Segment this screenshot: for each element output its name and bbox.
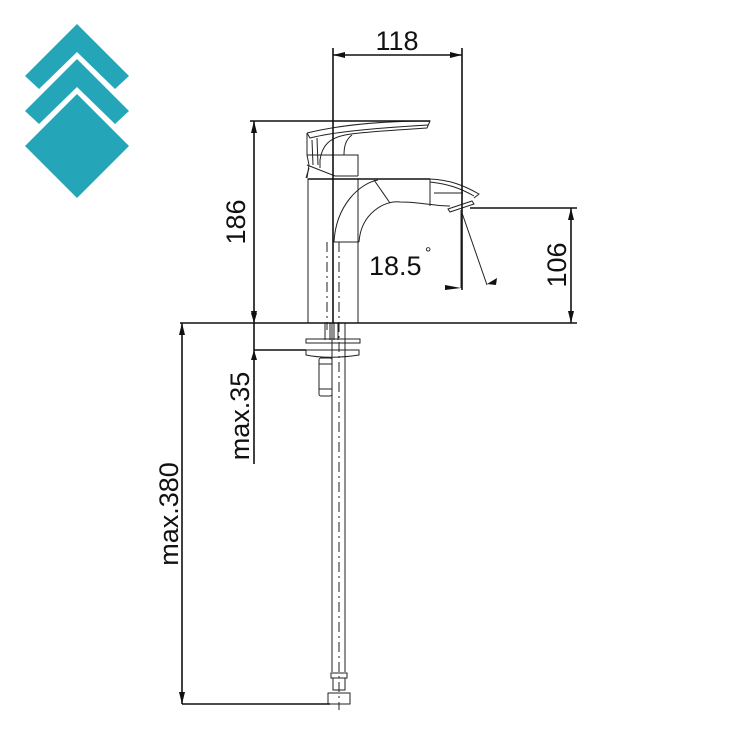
chevron-diamond-logo-icon [25, 24, 129, 198]
total-height-label: 186 [221, 199, 251, 244]
spout-height-label: 106 [542, 242, 572, 287]
faucet-outline [305, 120, 480, 710]
degree-symbol: ° [425, 245, 431, 262]
spout-reach-label: 118 [375, 26, 418, 56]
dimension-deck-thickness: max.35 [225, 313, 306, 464]
dimension-spout-height: 106 [180, 207, 577, 324]
dimension-spout-angle: 18.5 ° [369, 209, 497, 290]
dimension-hose-length: max.380 [154, 323, 330, 705]
dimension-spout-reach: 118 [332, 26, 463, 323]
hose-length-label: max.380 [154, 462, 184, 566]
deck-thickness-label: max.35 [225, 372, 255, 461]
dimension-total-height: 186 [221, 120, 430, 323]
spout-angle-label: 18.5 [369, 251, 422, 281]
